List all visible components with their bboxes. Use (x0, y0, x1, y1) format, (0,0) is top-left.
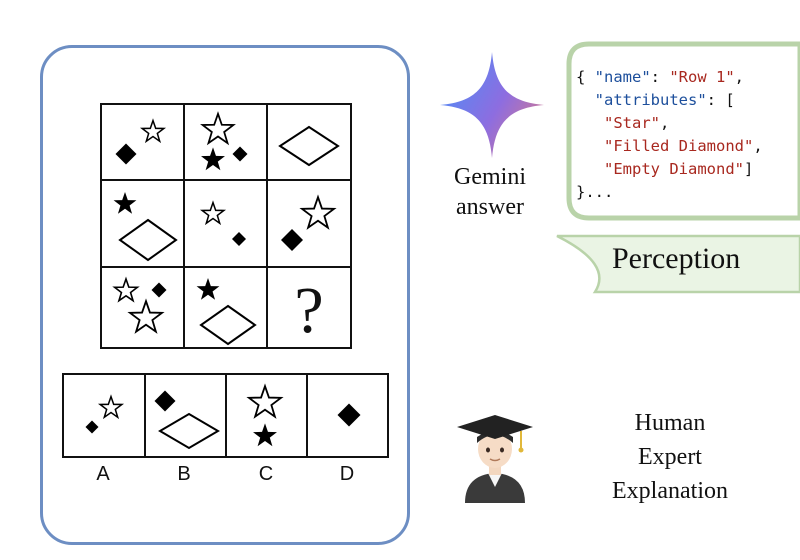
gemini-answer-label: Gemini answer (435, 162, 545, 222)
gemini-label-line1: Gemini (454, 164, 526, 190)
cell-r2c1 (113, 192, 178, 262)
empty-diamond (278, 125, 340, 167)
filled-diamond (154, 390, 176, 412)
option-d-label: D (339, 463, 355, 485)
option-a-label: A (96, 463, 110, 485)
option-a[interactable] (85, 395, 123, 434)
expert-label-line1: Human (634, 410, 706, 436)
grid-frame (100, 103, 352, 349)
empty-star (301, 196, 335, 229)
gemini-sparkle-icon (438, 50, 546, 160)
option-b-label: B (177, 463, 191, 485)
cell-r3c3: ? (294, 274, 323, 347)
cell-r2c3 (281, 196, 335, 251)
filled-star (196, 278, 220, 300)
filled-star (253, 423, 277, 447)
student-graduate-icon (455, 413, 535, 503)
empty-diamond (158, 412, 220, 450)
cell-r1c2 (201, 112, 248, 171)
cell-r2c2 (201, 201, 246, 246)
empty-diamond (118, 218, 178, 262)
cell-r1c3 (278, 125, 340, 167)
question-mark: ? (294, 274, 323, 347)
perception-bubble (556, 41, 800, 294)
cell-r1c1 (115, 119, 165, 165)
filled-star (113, 192, 137, 214)
gemini-label-line2: answer (456, 194, 524, 220)
empty-star (201, 112, 235, 144)
filled-star (201, 147, 225, 171)
cell-r3c2 (196, 278, 257, 346)
filled-diamond (115, 143, 137, 165)
empty-star (129, 300, 163, 333)
empty-star (99, 395, 123, 418)
human-expert-explanation-label: Human Expert Explanation (590, 406, 750, 508)
filled-diamond (232, 232, 246, 246)
empty-star (201, 201, 225, 224)
filled-diamond (151, 282, 167, 298)
empty-star (248, 385, 282, 418)
option-d[interactable] (337, 403, 361, 427)
filled-diamond (85, 420, 99, 434)
option-c[interactable] (248, 385, 282, 447)
puzzle-card (40, 45, 410, 545)
cell-r3c1 (113, 278, 167, 333)
option-c-label: C (258, 463, 274, 485)
empty-star (113, 278, 139, 302)
empty-star (141, 119, 165, 142)
puzzle-grid: ? (100, 103, 352, 349)
empty-diamond (199, 304, 257, 346)
expert-label-line2: Expert (638, 444, 702, 470)
perception-label: Perception (612, 242, 741, 275)
filled-diamond (232, 146, 248, 162)
answer-options (62, 373, 389, 458)
filled-diamond (337, 403, 361, 427)
option-b[interactable] (154, 390, 220, 450)
perception-json-code: { "name": "Row 1", "attributes": [ "Star… (576, 68, 763, 201)
expert-label-line3: Explanation (612, 478, 728, 504)
filled-diamond (281, 229, 303, 251)
